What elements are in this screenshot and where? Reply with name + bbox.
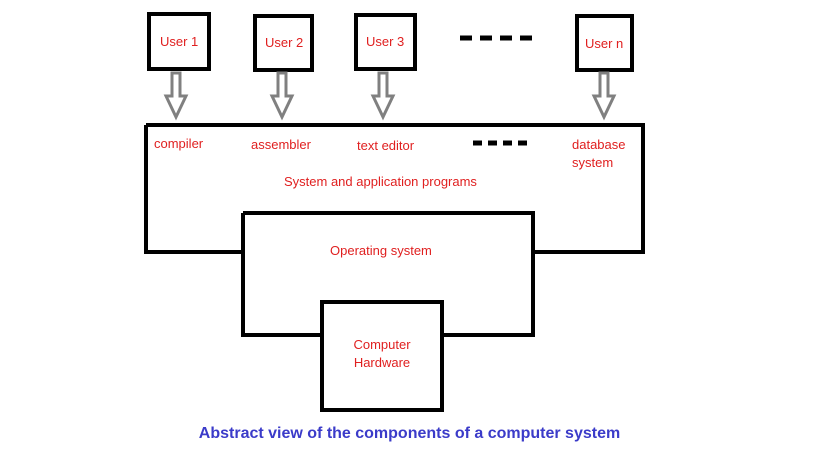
user-2-label: User 2 xyxy=(265,35,304,50)
arrow-down-icon xyxy=(591,71,617,121)
os-layer-outline xyxy=(241,211,535,337)
program-compiler-label: compiler xyxy=(154,136,204,151)
program-database-system-label: database system xyxy=(572,137,626,170)
arrow-down-icon xyxy=(163,71,189,121)
program-text-editor-label: text editor xyxy=(357,138,415,153)
arrow-down-icon xyxy=(370,71,396,121)
programs-layer-outline xyxy=(144,123,645,254)
user-2-box xyxy=(253,14,314,72)
hardware-box xyxy=(320,300,444,412)
user-n-box xyxy=(575,14,634,72)
user-1-label: User 1 xyxy=(160,34,199,49)
user-3-box xyxy=(354,13,417,71)
programs-layer-label: System and application programs xyxy=(284,174,477,189)
program-assembler-label: assembler xyxy=(251,137,311,152)
arrow-down-icon xyxy=(269,71,295,121)
diagram-caption: Abstract view of the components of a com… xyxy=(198,425,621,442)
user-1-box xyxy=(147,12,211,71)
os-layer-label: Operating system xyxy=(330,243,432,258)
hardware-label: Computer Hardware xyxy=(353,337,411,370)
user-3-label: User 3 xyxy=(366,34,405,49)
user-n-label: User n xyxy=(585,36,624,51)
